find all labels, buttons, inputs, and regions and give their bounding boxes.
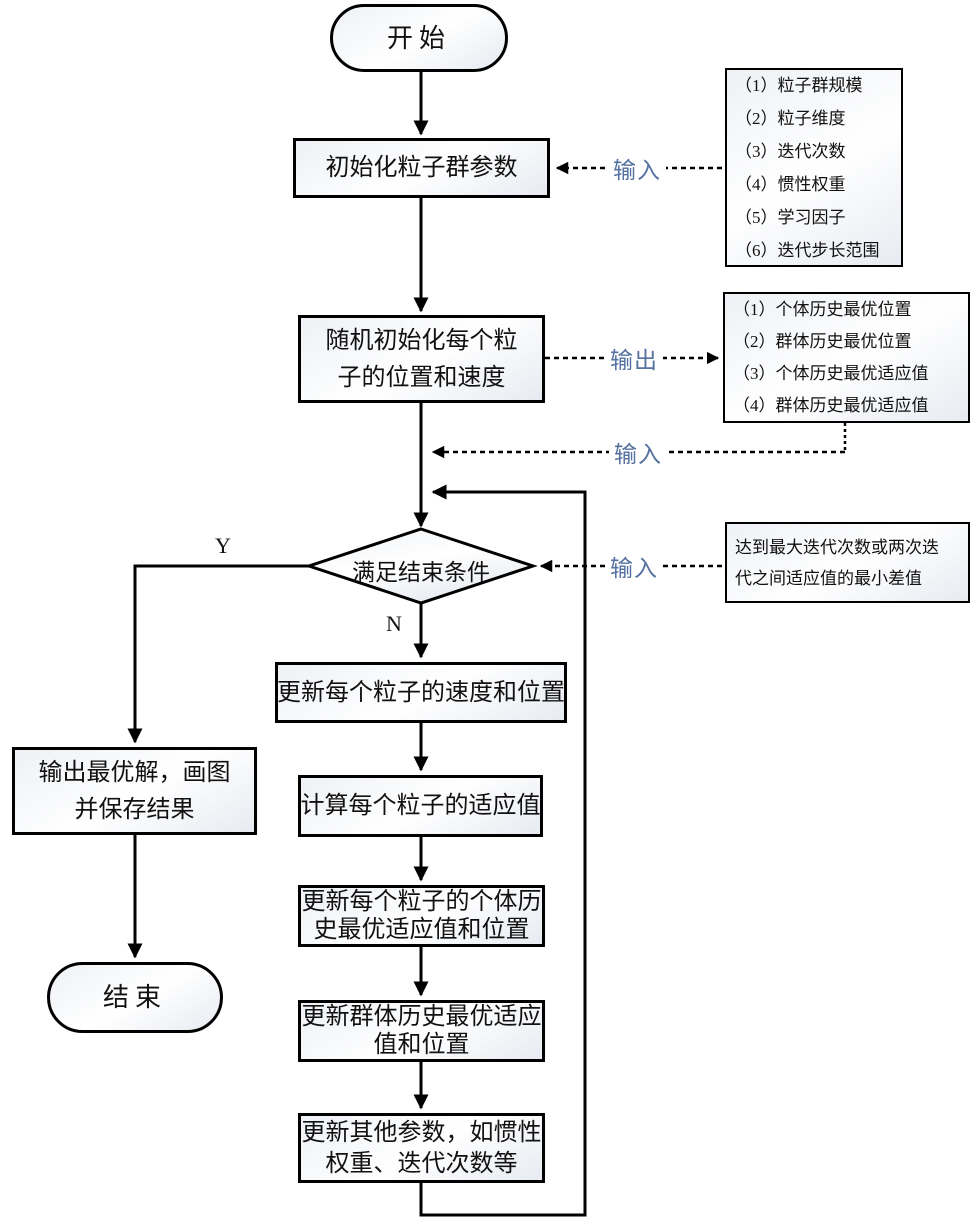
process-update-global-best: 更新群体历史最优适应 值和位置	[298, 1000, 545, 1062]
process-update-other-params-line1: 更新其他参数，如惯性	[301, 1119, 542, 1146]
end-label: 结束	[102, 982, 167, 1013]
process-random-init-line1: 随机初始化每个粒	[325, 327, 518, 354]
process-update-velocity: 更新每个粒子的速度和位置	[275, 662, 567, 723]
process-update-velocity-label: 更新每个粒子的速度和位置	[277, 678, 565, 706]
start-terminator: 开始	[330, 4, 508, 72]
side-box-param-list: （1）粒子群规模 （2）粒子维度 （3）迭代次数 （4）惯性权重 （5）学习因子…	[725, 68, 903, 267]
side-box-output-list: （1）个体历史最优位置 （2）群体历史最优位置 （3）个体历史最优适应值 （4）…	[723, 292, 970, 423]
process-update-global-best-line1: 更新群体历史最优适应	[301, 1003, 542, 1030]
output-list-item: （4）群体历史最优适应值	[733, 395, 929, 415]
param-list-item: （4）惯性权重	[735, 174, 846, 194]
param-list-item: （1）粒子群规模	[735, 75, 863, 95]
end-terminator: 结束	[47, 962, 223, 1033]
output-list-item: （3）个体历史最优适应值	[733, 363, 929, 383]
decision-diamond	[304, 527, 538, 605]
stop-criteria-line1: 达到最大迭代次数或两次迭	[735, 537, 939, 557]
output-list-item: （2）群体历史最优位置	[733, 331, 912, 351]
arrow-loop-back	[419, 484, 587, 1217]
process-output-result-line1: 输出最优解，画图	[38, 759, 231, 786]
input-label-params: 输入	[608, 151, 666, 185]
process-update-personal-best: 更新每个粒子的个体历 史最优适应值和位置	[298, 885, 545, 947]
process-update-other-params: 更新其他参数，如惯性 权重、迭代次数等	[298, 1113, 545, 1183]
input-label-criteria: 输入	[605, 549, 663, 583]
input-label-mainline: 输入	[609, 435, 667, 469]
output-label-list: 输出	[605, 341, 663, 375]
output-list-item: （1）个体历史最优位置	[733, 299, 912, 319]
param-list-item: （3）迭代次数	[735, 141, 846, 161]
process-update-personal-best-line2: 史最优适应值和位置	[313, 916, 530, 943]
param-list-item: （2）粒子维度	[735, 108, 846, 128]
side-box-stop-criteria: 达到最大迭代次数或两次迭 代之间适应值的最小差值	[725, 522, 970, 603]
process-random-init: 随机初始化每个粒 子的位置和速度	[298, 315, 545, 403]
arrow-condition-yes-branch	[127, 564, 311, 744]
stop-criteria-line2: 代之间适应值的最小差值	[735, 568, 922, 588]
process-init-params-label: 初始化粒子群参数	[325, 154, 518, 181]
process-output-result: 输出最优解，画图 并保存结果	[12, 747, 257, 835]
decision-condition-label: 满足结束条件	[352, 559, 490, 585]
process-update-personal-best-line1: 更新每个粒子的个体历	[301, 888, 542, 915]
process-update-other-params-line2: 权重、迭代次数等	[325, 1150, 518, 1177]
yes-branch-label: Y	[215, 533, 231, 558]
param-list-item: （5）学习因子	[735, 207, 846, 227]
no-branch-label: N	[386, 611, 402, 636]
process-random-init-line2: 子的位置和速度	[337, 364, 506, 391]
process-output-result-line2: 并保存结果	[74, 796, 195, 823]
process-compute-fitness: 计算每个粒子的适应值	[298, 775, 543, 837]
process-init-params: 初始化粒子群参数	[293, 138, 550, 198]
param-list-item: （6）迭代步长范围	[735, 240, 880, 260]
process-compute-fitness-label: 计算每个粒子的适应值	[300, 792, 541, 819]
start-label: 开始	[386, 22, 451, 53]
process-update-global-best-line2: 值和位置	[373, 1031, 470, 1058]
